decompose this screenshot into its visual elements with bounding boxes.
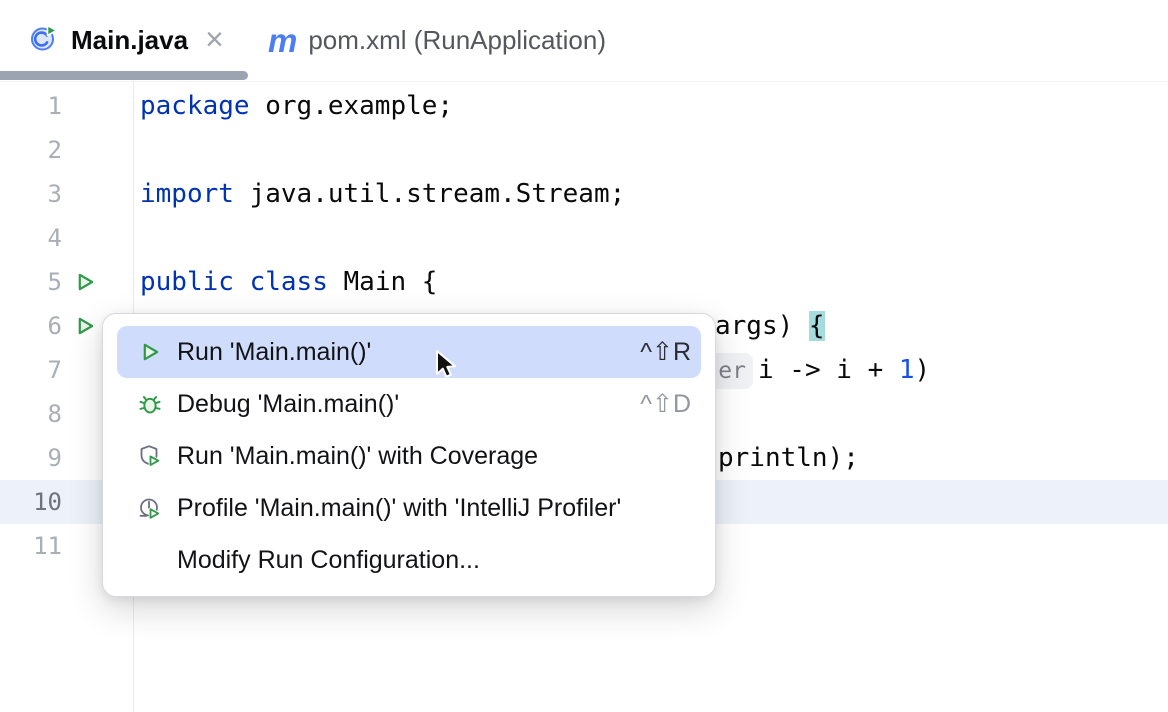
line-number: 11 — [33, 532, 62, 560]
menu-item-shortcut: ^⇧R — [640, 338, 691, 366]
line-number-current: 10 — [33, 488, 62, 516]
run-gutter-icon-line5[interactable] — [72, 269, 98, 295]
menu-item-shortcut: ^⇧D — [640, 390, 691, 418]
java-runnable-class-icon — [28, 22, 60, 59]
menu-item-run-with-coverage[interactable]: Run 'Main.main()' with Coverage — [117, 430, 701, 482]
menu-item-run[interactable]: Run 'Main.main()' ^⇧R — [117, 326, 701, 378]
keyword: public — [140, 267, 234, 297]
run-icon — [137, 339, 163, 365]
code-text: args) — [715, 311, 809, 341]
code-line-7-fragment[interactable]: i -> i + 1) — [758, 348, 930, 392]
menu-item-label: Run 'Main.main()' with Coverage — [177, 441, 539, 470]
line-number: 8 — [47, 400, 62, 428]
menu-item-debug[interactable]: Debug 'Main.main()' ^⇧D — [117, 378, 701, 430]
empty-icon-placeholder — [137, 547, 163, 573]
editor-tab-bar: Main.java × m pom.xml (RunApplication) — [0, 0, 1168, 82]
menu-item-modify-run-configuration[interactable]: Modify Run Configuration... — [117, 534, 701, 586]
tab-title: pom.xml (RunApplication) — [308, 25, 607, 55]
tab-title: Main.java — [71, 25, 189, 55]
keyword: package — [140, 91, 250, 121]
code-line-9-fragment[interactable]: println); — [718, 443, 859, 473]
code-text — [234, 267, 250, 297]
profiler-icon — [137, 495, 163, 521]
code-line-6-fragment[interactable]: args) { — [715, 304, 825, 348]
code-line-3[interactable]: import java.util.stream.Stream; — [140, 172, 625, 216]
line-number: 2 — [47, 136, 62, 164]
tab-pom-xml[interactable]: m pom.xml (RunApplication) — [248, 0, 606, 81]
keyword: class — [249, 267, 328, 297]
menu-item-label: Debug 'Main.main()' — [177, 389, 400, 418]
menu-item-label: Modify Run Configuration... — [177, 545, 480, 574]
matched-brace: { — [808, 311, 825, 341]
mouse-cursor — [432, 349, 458, 388]
run-context-menu: Run 'Main.main()' ^⇧R Debug 'Main.main()… — [102, 313, 716, 597]
keyword: import — [140, 179, 234, 209]
code-text: java.util.stream.Stream; — [233, 179, 626, 209]
line-number: 6 — [47, 312, 62, 340]
menu-item-profile[interactable]: Profile 'Main.main()' with 'IntelliJ Pro… — [117, 482, 701, 534]
line-number: 7 — [47, 356, 62, 384]
run-gutter-icon-line6[interactable] — [72, 313, 98, 339]
line-number: 4 — [47, 224, 62, 252]
code-line-1[interactable]: package org.example; — [140, 84, 453, 128]
line-number: 9 — [47, 444, 62, 472]
code-text: org.example; — [249, 91, 454, 121]
maven-icon: m — [268, 22, 298, 59]
tab-close-icon[interactable]: × — [205, 21, 224, 57]
menu-item-label: Profile 'Main.main()' with 'IntelliJ Pro… — [177, 493, 622, 522]
code-line-5[interactable]: public class Main { — [140, 260, 437, 304]
code-text: i -> i + — [758, 355, 899, 385]
line-number: 1 — [47, 92, 62, 120]
code-text: ) — [914, 355, 931, 385]
debug-icon — [137, 391, 163, 417]
number-literal: 1 — [898, 355, 915, 385]
line-number: 3 — [47, 180, 62, 208]
active-tab-underline — [0, 71, 248, 80]
run-with-coverage-icon — [137, 443, 163, 469]
line-number: 5 — [47, 268, 62, 296]
menu-item-label: Run 'Main.main()' — [177, 337, 372, 366]
code-text: Main { — [327, 267, 438, 297]
tab-main-java[interactable]: Main.java × — [0, 0, 248, 81]
